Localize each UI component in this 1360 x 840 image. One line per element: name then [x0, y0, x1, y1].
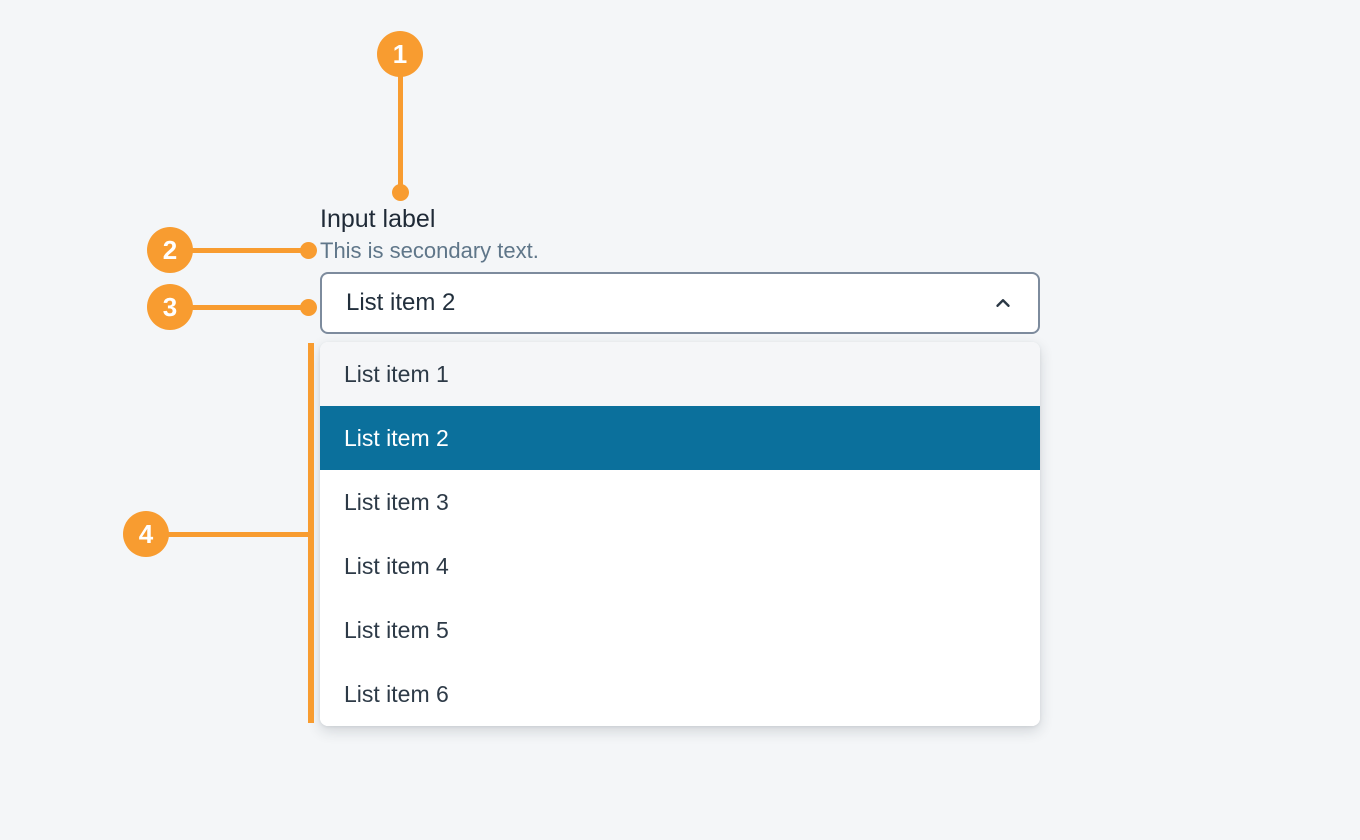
chevron-up-icon	[992, 292, 1014, 314]
callout-bracket-4	[308, 343, 314, 723]
dropdown-option-1[interactable]: List item 1	[320, 342, 1040, 406]
callout-badge-2: 2	[147, 227, 193, 273]
secondary-text: This is secondary text.	[320, 238, 539, 263]
callout-badge-3: 3	[147, 284, 193, 330]
dropdown-option-4[interactable]: List item 4	[320, 534, 1040, 598]
callout-dot-1	[392, 184, 409, 201]
callout-line-2	[192, 248, 304, 253]
callout-dot-3	[300, 299, 317, 316]
select-trigger-value: List item 2	[346, 289, 456, 316]
callout-line-1	[398, 76, 403, 190]
callout-line-4	[168, 532, 310, 537]
callout-badge-4: 4	[123, 511, 169, 557]
dropdown-option-2-selected[interactable]: List item 2	[320, 406, 1040, 470]
dropdown-option-3[interactable]: List item 3	[320, 470, 1040, 534]
dropdown-option-6[interactable]: List item 6	[320, 662, 1040, 726]
dropdown-option-5[interactable]: List item 5	[320, 598, 1040, 662]
callout-dot-2	[300, 242, 317, 259]
callout-line-3	[192, 305, 304, 310]
input-label: Input label	[320, 205, 436, 233]
callout-badge-1: 1	[377, 31, 423, 77]
dropdown-list: List item 1 List item 2 List item 3 List…	[320, 342, 1040, 726]
select-trigger[interactable]: List item 2	[320, 272, 1040, 334]
